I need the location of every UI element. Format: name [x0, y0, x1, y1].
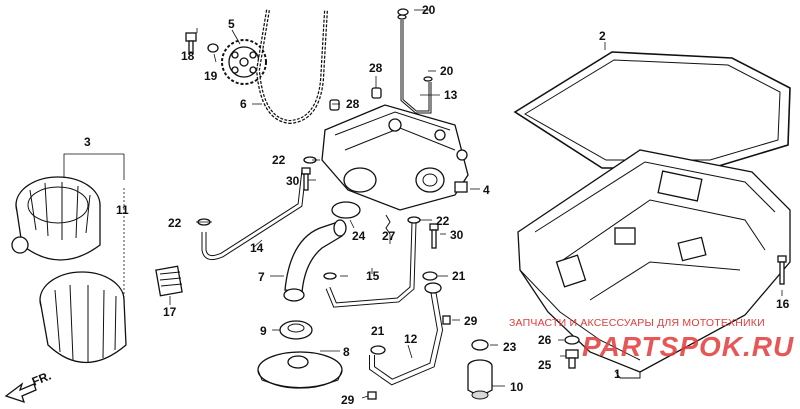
- callout-22b: 22: [168, 216, 182, 230]
- bolt-30-lower: [429, 223, 439, 249]
- callout-21a: 21: [452, 269, 466, 283]
- bolt-29-right: [442, 315, 451, 325]
- drain-bolt-25: [565, 349, 579, 369]
- callout-20b: 20: [440, 64, 454, 78]
- watermark-line1: ЗАПЧАСТИ И АКСЕССУАРЫ ДЛЯ МОТОТЕХНИКИ: [509, 317, 765, 329]
- callout-14: 14: [250, 241, 264, 255]
- callout-28b: 28: [346, 97, 360, 111]
- front-label: FR.: [30, 369, 53, 389]
- callout-4: 4: [483, 183, 490, 197]
- callout-1: 1: [614, 367, 621, 381]
- o-ring-24: [331, 201, 361, 219]
- watermark-line2: PARTSPOK.RU: [582, 331, 794, 362]
- callout-11: 11: [116, 203, 129, 217]
- callout-15: 15: [366, 269, 380, 283]
- washer-22-c: [407, 216, 421, 224]
- bolt-29-lower: [367, 391, 377, 400]
- oil-pan-body: [517, 149, 791, 373]
- front-direction-arrow: FR.: [4, 369, 53, 404]
- callout-18: 18: [181, 49, 195, 63]
- callout-22a: 22: [272, 153, 286, 167]
- callout-13: 13: [444, 88, 458, 102]
- dowel-28-left: [329, 99, 340, 111]
- oil-pipe-12: [369, 282, 444, 386]
- callout-5: 5: [228, 17, 235, 31]
- oil-pump: [321, 104, 469, 211]
- oil-pipe-13: [397, 14, 433, 114]
- washer-21-a: [422, 271, 438, 281]
- callout-19: 19: [204, 69, 218, 83]
- dowel-28-top: [371, 87, 382, 99]
- watermark: ЗАПЧАСТИ И АКСЕССУАРЫ ДЛЯ МОТОТЕХНИКИ PA…: [509, 317, 794, 362]
- drive-chain: [255, 9, 328, 125]
- callout-25: 25: [538, 358, 552, 372]
- callout-12: 12: [404, 332, 418, 346]
- callout-23: 23: [503, 340, 517, 354]
- bolt-30-upper: [301, 167, 311, 191]
- washer-21-b: [370, 345, 386, 355]
- bolt-18: [185, 32, 197, 54]
- washer-20-top: [397, 8, 409, 16]
- callout-16: 16: [776, 297, 790, 311]
- callout-24: 24: [352, 229, 366, 243]
- callout-10: 10: [510, 380, 524, 394]
- callout-30a: 30: [286, 174, 300, 188]
- oil-strainer-7: [283, 219, 347, 302]
- callout-30b: 30: [450, 228, 464, 242]
- oil-pan: [513, 51, 791, 379]
- callout-3: 3: [84, 135, 91, 149]
- oil-pipe-15: [325, 221, 417, 308]
- strainer-8: [257, 351, 343, 389]
- callout-26: 26: [538, 333, 552, 347]
- callout-17: 17: [163, 305, 177, 319]
- oil-pressure-switch-10: [467, 359, 493, 400]
- callout-22c: 22: [436, 214, 450, 228]
- callout-9: 9: [260, 324, 267, 338]
- callout-2: 2: [599, 29, 606, 43]
- washer-22-d: [323, 272, 337, 280]
- washer-26: [564, 335, 580, 345]
- oil-pan-gasket: [513, 51, 791, 169]
- callout-20a: 20: [422, 3, 436, 17]
- fitting-17: [155, 265, 183, 297]
- callout-8: 8: [343, 345, 350, 359]
- callout-6: 6: [240, 97, 247, 111]
- bolt-16: [777, 255, 787, 285]
- callout-7: 7: [258, 270, 265, 284]
- callout-29b: 29: [464, 314, 478, 328]
- spring-27: [385, 214, 391, 235]
- callout-labels: 1 2 3 4 5 6 7 8 9 10 11 12 13 14 15 16 1…: [84, 3, 790, 407]
- leader-lines: [63, 9, 783, 399]
- washer-23: [471, 339, 489, 351]
- oil-pipe-14: [201, 169, 307, 261]
- callout-21b: 21: [371, 324, 385, 338]
- oil-filter-element: [39, 271, 127, 364]
- oil-filter: [11, 176, 101, 261]
- seal-9: [279, 320, 313, 340]
- callout-29a: 29: [341, 393, 355, 407]
- callout-27: 27: [382, 229, 396, 243]
- washer-19: [207, 43, 219, 53]
- callout-28a: 28: [369, 61, 383, 75]
